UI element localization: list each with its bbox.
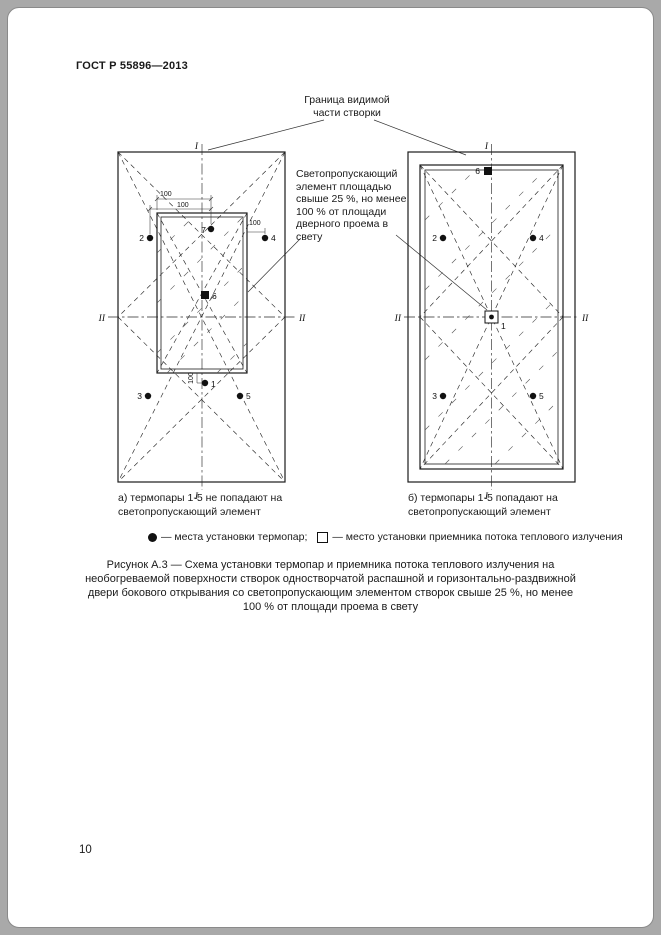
thermocouple-point	[529, 392, 537, 400]
point-label: 7	[201, 225, 206, 235]
legend-thermocouple-text: — места установки термопар;	[161, 531, 308, 543]
thermocouple-point	[484, 167, 492, 175]
axis-label-left-a: II	[98, 314, 106, 324]
center-lines-a	[108, 144, 296, 490]
thermocouple-point	[236, 392, 244, 400]
receiver-legend-icon	[317, 531, 329, 543]
measurement-points-b: 6 2 4 1 3 5	[432, 166, 544, 401]
point-label: 2	[432, 233, 437, 243]
thermocouple-point	[207, 225, 215, 233]
dim-label: 100	[188, 372, 195, 384]
thermocouple-point	[439, 234, 447, 242]
point-label: 5	[246, 391, 251, 401]
point-label: 5	[539, 391, 544, 401]
construction-diagonals-b	[419, 164, 564, 470]
point-label: 3	[432, 391, 437, 401]
point-label: 1	[211, 379, 216, 389]
glass-hatching-b	[424, 169, 559, 465]
legend-receiver-text: — место установки приемника потока тепло…	[332, 531, 623, 543]
axis-label-left-b: II	[394, 314, 402, 324]
thermocouple-point	[144, 392, 152, 400]
axis-label-right-b: II	[581, 314, 589, 324]
point-label: 4	[271, 233, 276, 243]
thermocouple-point	[146, 234, 154, 242]
glazing-element-a	[156, 212, 248, 374]
radiation-receiver-symbol	[201, 291, 209, 299]
page: ГОСТ Р 55896—2013	[7, 7, 654, 928]
page-number: 10	[79, 844, 92, 856]
dimensions-a: 100 100 100 100	[147, 191, 266, 384]
axis-label-top-b: I	[484, 142, 489, 152]
dim-label: 100	[177, 202, 189, 209]
point-label: 4	[539, 233, 544, 243]
axis-label-top-a: I	[194, 142, 199, 152]
document-header: ГОСТ Р 55896—2013	[76, 60, 188, 72]
dim-label: 100	[160, 191, 172, 198]
axis-label-bottom-b: I	[484, 492, 489, 502]
dim-label: 100	[249, 220, 261, 227]
point-label: 6	[475, 166, 480, 176]
construction-diagonals-a	[117, 151, 286, 483]
thermocouple-legend-icon	[148, 532, 157, 542]
point-label: 3	[137, 391, 142, 401]
thermocouple-point	[261, 234, 269, 242]
axis-label-right-a: II	[298, 314, 306, 324]
diagram-b-caption: б) термопары 1-5 попадают на светопропус…	[408, 492, 558, 518]
point-label: 2	[139, 233, 144, 243]
diagram-a: 100 100 100 100 2 4 7 6 1 3 5	[98, 142, 306, 502]
axis-label-bottom-a: I	[194, 492, 199, 502]
glazing-callout-label: Светопропускающий элемент площадью свыше…	[296, 168, 407, 243]
thermocouple-point	[439, 392, 447, 400]
diagram-a-caption: а) термопары 1-5 не попадают на светопро…	[118, 492, 283, 518]
diagram-b: 6 2 4 1 3 5 I I II II	[394, 142, 589, 502]
boundary-callout-label: Граница видимой части створки	[304, 94, 390, 119]
thermocouple-point	[201, 379, 209, 387]
point-label: 6	[212, 291, 217, 301]
point-label: 1	[501, 321, 506, 331]
figure-caption: Рисунок А.3 — Схема установки термопар и…	[85, 559, 576, 614]
measurement-points-a: 2 4 7 6 1 3 5	[137, 225, 276, 401]
figure-a3-drawing: 100 100 100 100 2 4 7 6 1 3 5	[98, 119, 589, 502]
thermocouple-point	[529, 234, 537, 242]
callout-lines	[207, 119, 488, 311]
glass-hatching-a	[156, 212, 248, 374]
legend: — места установки термопар; — место уста…	[148, 531, 623, 543]
thermocouple-point	[489, 314, 494, 320]
